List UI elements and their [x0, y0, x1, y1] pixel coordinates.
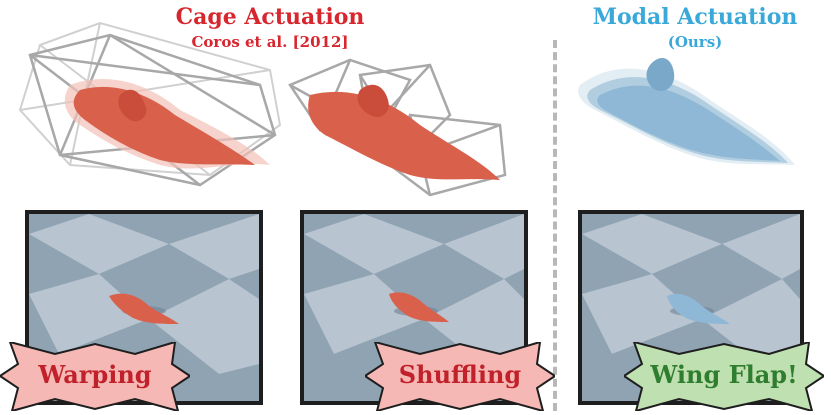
cage-actuation-title: Cage Actuation [175, 4, 365, 30]
cage-actuation-citation: Coros et al. [2012] [191, 33, 349, 51]
cage-shuffling-illustration [288, 58, 507, 197]
warping-badge: Warping [0, 340, 192, 413]
shuffling-badge: Shuffling [363, 340, 557, 413]
modal-actuation-title: Modal Actuation [592, 4, 798, 30]
warping-label: Warping [38, 360, 152, 389]
modal-wingflap-illustration [578, 58, 795, 165]
section-divider [553, 40, 557, 411]
shuffling-label: Shuffling [398, 360, 522, 389]
cage-warping-illustration [18, 21, 282, 187]
wingflap-scene-panel [578, 210, 804, 405]
wingflap-badge: Wing Flap! [622, 340, 826, 413]
wingflap-label: Wing Flap! [650, 360, 798, 389]
modal-actuation-subtitle: (Ours) [667, 33, 723, 51]
